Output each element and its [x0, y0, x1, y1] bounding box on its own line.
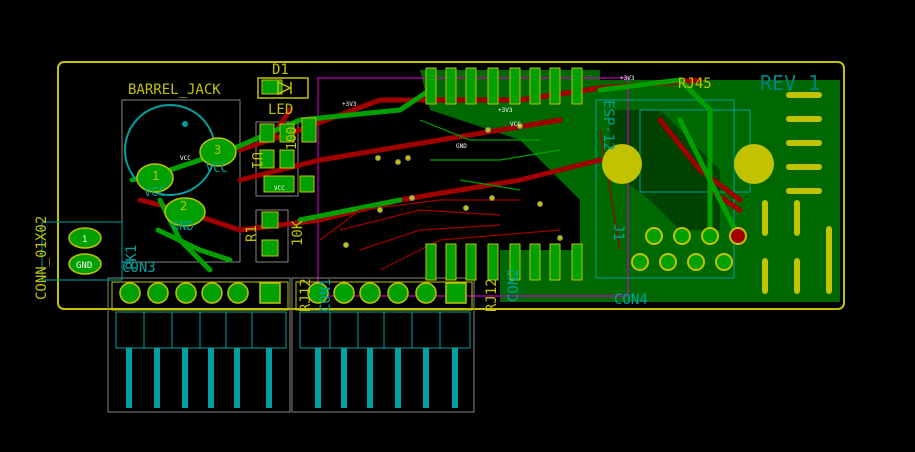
smd-pads — [259, 79, 317, 257]
label-pk1: PK1 — [124, 245, 140, 270]
label-barrel-pin1: 1 — [152, 169, 159, 183]
label-con1: CON1 — [318, 278, 334, 312]
label-d1: D1 — [272, 62, 289, 78]
ground-pour-cutout — [610, 110, 720, 230]
net-label-3v3-b: +3V3 — [498, 107, 513, 114]
label-gnd-pin2: GND — [172, 219, 194, 233]
signal-traces — [319, 129, 621, 271]
label-con2: CON2 — [506, 268, 522, 302]
label-conn-01x02: CONN_01X02 — [34, 216, 50, 300]
header-con1 — [295, 281, 473, 408]
net-label-3v3-a: +3V3 — [342, 101, 357, 108]
back-signal-traces — [419, 119, 561, 191]
right-edge-pads — [762, 92, 832, 294]
label-con3: CON3 — [122, 260, 156, 276]
header-con3 — [111, 281, 289, 408]
label-barrel-jack: BARREL_JACK — [128, 82, 221, 98]
label-r1-value: 10K — [290, 220, 306, 246]
silkscreen-back: VCC VCC GND CON3 PK1 CON1 CON2 CON4 J1 E… — [76, 71, 820, 312]
label-barrel-pin2: 2 — [180, 199, 187, 213]
label-esp: ESP-12 — [600, 100, 616, 151]
silkscreen-front: D1 BARREL_JACK LED U1 100 R1 10K CONN_01… — [34, 62, 712, 312]
net-label-vcc-c: VCC — [510, 121, 521, 128]
label-c1: 100 — [285, 127, 300, 150]
vias — [343, 123, 563, 248]
rj45-footprint — [602, 144, 774, 271]
net-labels: +3V3 +3V3 +3V3 GND VCC VCC VCC — [180, 75, 635, 192]
label-barrel-pin3: 3 — [214, 143, 221, 157]
label-con4: CON4 — [614, 292, 648, 308]
label-led: LED — [268, 102, 293, 118]
net-label-gnd-a: GND — [456, 143, 467, 150]
board-outline — [57, 61, 845, 310]
label-rj12-left: RJ12 — [298, 278, 314, 312]
conn-01x02-footprint — [68, 227, 102, 275]
module-pads-top — [425, 67, 583, 105]
label-rev: REV 1 — [760, 71, 820, 95]
label-header-pin1: 1 — [82, 235, 87, 245]
net-label-vcc-a: VCC — [180, 155, 191, 162]
label-vcc-pin1: VCC — [144, 185, 166, 199]
label-header-gnd: GND — [76, 261, 92, 271]
label-j1: J1 — [610, 224, 626, 241]
module-pads-bottom — [425, 243, 583, 281]
label-vcc-pin3: VCC — [206, 161, 228, 175]
label-u1: U1 — [248, 152, 264, 169]
barrel-jack-footprint — [124, 104, 237, 227]
label-rj45: RJ45 — [678, 76, 712, 92]
courtyards — [41, 77, 751, 413]
diode-icon — [257, 77, 309, 99]
label-rj12-right: RJ12 — [484, 278, 500, 312]
net-label-3v3-c: +3V3 — [620, 75, 635, 82]
label-r1: R1 — [244, 225, 260, 242]
net-label-vcc-b: VCC — [274, 185, 285, 192]
